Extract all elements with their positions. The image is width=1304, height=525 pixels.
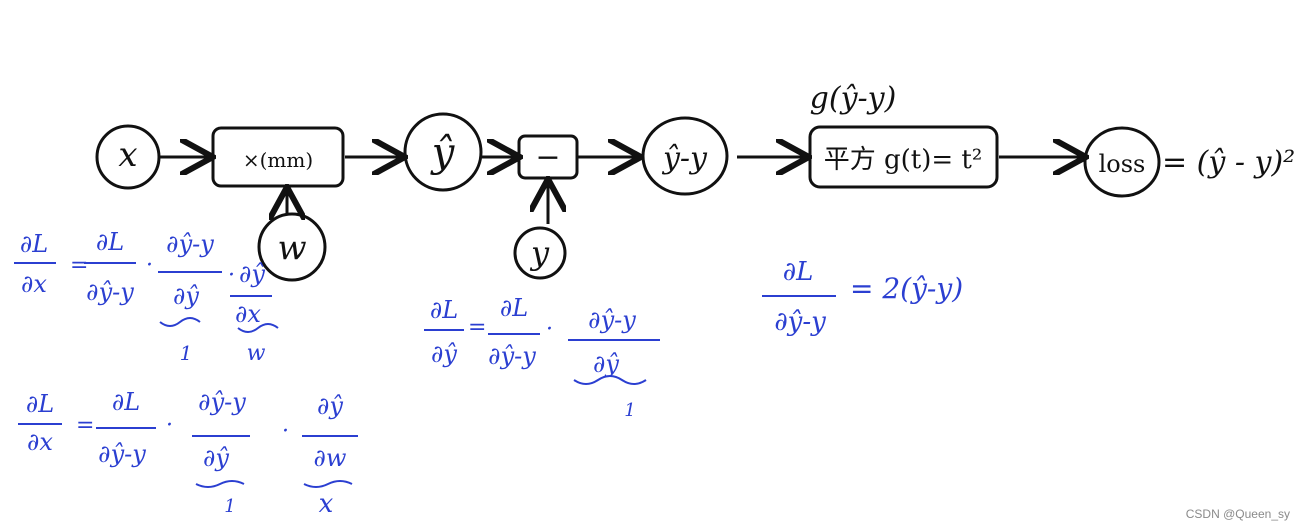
svg-text:·: · [546, 317, 553, 342]
svg-text:·: · [166, 413, 173, 438]
loss-node-label: loss [1099, 150, 1146, 178]
f4-rhs: = 2(ŷ-y) [850, 272, 963, 305]
f1-t1-den: ∂ŷ-y [86, 278, 134, 306]
f2-lhs-den: ∂x [27, 428, 53, 456]
loss-node [1083, 126, 1161, 198]
f2-t2-den: ∂ŷ [203, 444, 229, 472]
f2-t2-num: ∂ŷ-y [198, 388, 246, 416]
formula-dl-dyhat: ∂L ∂ŷ = ∂L ∂ŷ-y · ∂ŷ-y ∂ŷ 1 [424, 294, 660, 421]
f2-t3-den: ∂w [314, 444, 347, 472]
f3-lhs-den: ∂ŷ [431, 340, 457, 368]
f2-t1-den: ∂ŷ-y [98, 440, 146, 468]
f2-lhs-num: ∂L [26, 390, 54, 418]
formula-dl-dx-2: ∂L ∂x = ∂L ∂ŷ-y · ∂ŷ-y ∂ŷ 1 · ∂ŷ ∂w x [18, 388, 358, 519]
f1-t3-under: w [247, 341, 266, 366]
f2-t3-num: ∂ŷ [317, 392, 343, 420]
yhat-node [403, 112, 483, 192]
x-node [95, 124, 161, 190]
svg-text:·: · [282, 419, 289, 444]
yhat-node-label: ŷ [430, 130, 456, 176]
f1-lhs-num: ∂L [20, 230, 48, 258]
f3-t2-num: ∂ŷ-y [588, 306, 636, 334]
svg-text:=: = [70, 253, 88, 278]
f1-t3-den: ∂x [235, 300, 261, 328]
f4-lhs-num: ∂L [783, 257, 814, 287]
graph [95, 112, 1161, 282]
f1-t2-den: ∂ŷ [173, 282, 199, 310]
minus-box-label: − [535, 140, 560, 175]
svg-text:=: = [76, 413, 94, 438]
f2-t1-num: ∂L [112, 388, 140, 416]
diff-node [641, 116, 729, 196]
y-node [513, 226, 567, 280]
f2-t2-under: 1 [224, 496, 235, 517]
f1-lhs-den: ∂x [21, 270, 47, 298]
svg-text:=: = [468, 315, 486, 340]
f1-t1-num: ∂L [96, 228, 124, 256]
f3-t2-den: ∂ŷ [593, 350, 619, 378]
f3-t1-num: ∂L [500, 294, 528, 322]
formula-dl-dx-1: ∂L ∂x = ∂L ∂ŷ-y · ∂ŷ-y ∂ŷ 1 · ∂ŷ ∂x w [14, 228, 279, 366]
f2-t3-under: x [319, 489, 334, 519]
f3-t1-den: ∂ŷ-y [488, 342, 536, 370]
f4-lhs-den: ∂ŷ-y [774, 307, 826, 337]
square-label: g(ŷ-y) [810, 81, 897, 116]
svg-text:·: · [228, 263, 235, 288]
f1-t3-num: ∂ŷ [239, 260, 265, 288]
w-node-label: w [277, 228, 306, 268]
svg-text:·: · [146, 253, 153, 278]
f3-lhs-num: ∂L [430, 296, 458, 324]
formula-dl-ddiff: ∂L ∂ŷ-y = 2(ŷ-y) [762, 257, 963, 337]
diff-node-label: ŷ-y [661, 141, 708, 176]
f1-t2-under: 1 [180, 341, 193, 365]
matmul-box-label: ×(mm) [243, 148, 313, 172]
square-box [808, 125, 999, 189]
loss-expression: = (ŷ - y)² [1162, 145, 1295, 180]
watermark: CSDN @Queen_sy [1185, 507, 1290, 521]
x-node-label: x [118, 135, 137, 175]
f1-t2-num: ∂ŷ-y [166, 230, 214, 258]
f3-t2-under: 1 [624, 400, 635, 421]
square-box-text: 平方 g(t)= t² [824, 145, 983, 175]
y-node-label: y [529, 234, 550, 272]
